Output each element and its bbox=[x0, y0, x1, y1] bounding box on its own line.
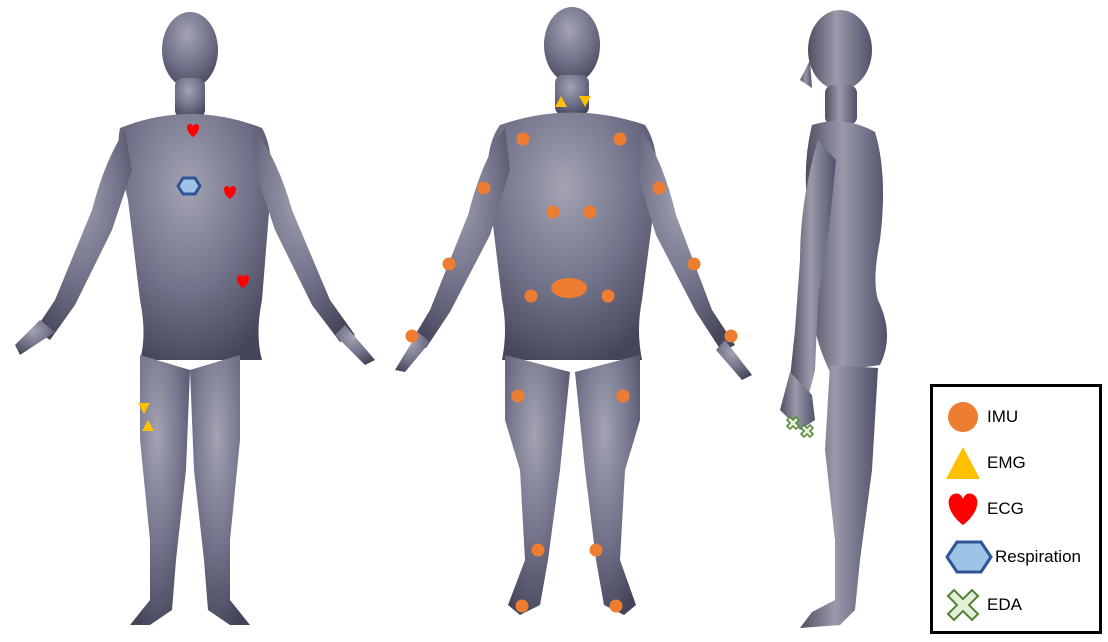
imu-marker bbox=[443, 258, 456, 271]
triangle-icon bbox=[945, 445, 981, 481]
imu-marker bbox=[610, 600, 623, 613]
circle-icon bbox=[945, 399, 981, 435]
imu-marker bbox=[617, 390, 630, 403]
legend-item-respiration: Respiration bbox=[945, 537, 1081, 577]
imu-marker bbox=[584, 206, 597, 219]
imu-marker bbox=[602, 290, 615, 303]
hexagon-icon bbox=[945, 540, 993, 574]
back-view-figure bbox=[395, 7, 752, 615]
imu-marker bbox=[512, 390, 525, 403]
imu-marker bbox=[517, 133, 530, 146]
imu-marker bbox=[547, 206, 560, 219]
front-view-figure bbox=[15, 12, 375, 625]
imu-marker bbox=[478, 182, 491, 195]
legend-label: ECG bbox=[987, 499, 1024, 519]
legend-item-ecg: ECG bbox=[945, 489, 1024, 529]
legend-label: EMG bbox=[987, 453, 1026, 473]
imu-marker bbox=[590, 544, 603, 557]
imu-marker bbox=[532, 544, 545, 557]
legend-label: IMU bbox=[987, 407, 1018, 427]
imu-marker bbox=[516, 600, 529, 613]
respiration-marker bbox=[178, 178, 200, 194]
imu-marker bbox=[406, 330, 419, 343]
imu-marker bbox=[725, 330, 738, 343]
imu-marker bbox=[551, 278, 587, 298]
imu-marker bbox=[614, 133, 627, 146]
legend-item-emg: EMG bbox=[945, 443, 1026, 483]
eda-marker bbox=[801, 425, 813, 437]
heart-icon bbox=[945, 491, 981, 527]
legend-item-eda: EDA bbox=[945, 585, 1022, 625]
legend-label: EDA bbox=[987, 595, 1022, 615]
legend-label: Respiration bbox=[995, 547, 1081, 567]
imu-marker bbox=[688, 258, 701, 271]
legend: IMU EMG ECG Respiration EDA bbox=[930, 384, 1102, 634]
cross-icon bbox=[945, 587, 981, 623]
side-view-figure bbox=[780, 10, 887, 628]
legend-item-imu: IMU bbox=[945, 397, 1018, 437]
imu-marker bbox=[525, 290, 538, 303]
imu-marker bbox=[653, 182, 666, 195]
